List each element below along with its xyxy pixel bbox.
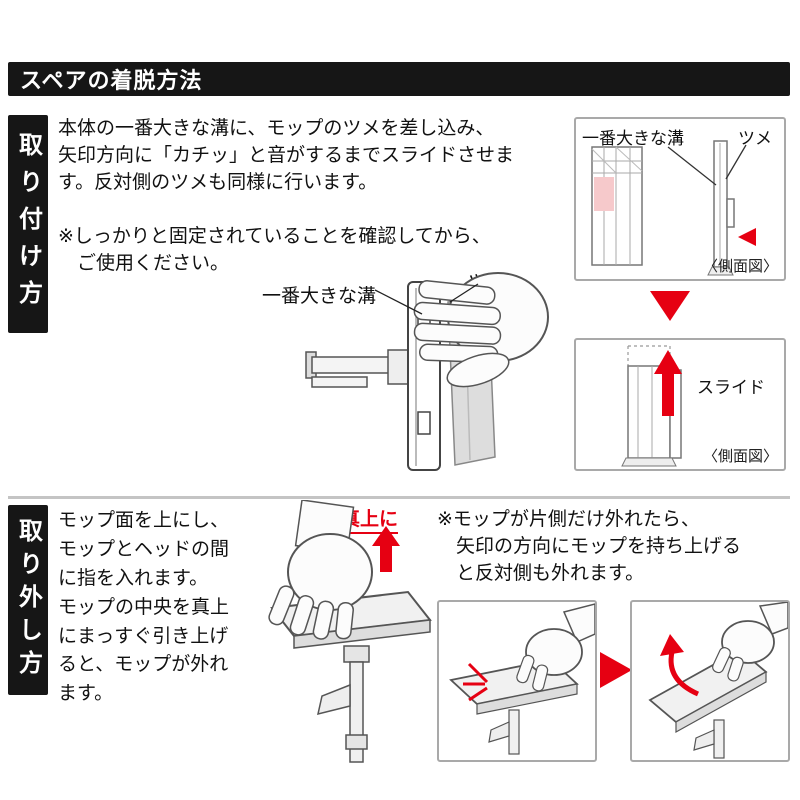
detach-step-box-2 — [630, 600, 790, 762]
groove-callout-label: 一番大きな溝 — [262, 286, 377, 307]
page-title: スペアの着脱方法 — [20, 68, 203, 93]
up-arrow-icon — [372, 526, 400, 572]
side-view-slide-box: スライド 〈側面図〉 — [574, 338, 786, 471]
hand — [413, 272, 549, 388]
sv-groove-pointer-line — [667, 146, 717, 186]
detach-step2-drawing — [648, 602, 788, 759]
attach-hand-illustration — [305, 272, 549, 471]
attach-caution-note: ※しっかりと固定されていることを確認してから、 ご使用ください。 — [58, 226, 491, 274]
groove-pointer-line — [374, 289, 423, 315]
attach-section-label-text: 取り付け方 — [14, 131, 42, 317]
mop-pole — [317, 645, 370, 763]
mop-pole — [305, 349, 411, 388]
side-view-insert-box: 一番大きな溝 ツメ 〈側面図〉 — [574, 117, 786, 281]
sideview1-caption: 〈側面図〉 — [702, 258, 778, 275]
detach-section-label-text: 取り外し方 — [14, 517, 42, 683]
mop-claw-side — [707, 140, 735, 276]
detach-tip-note: ※モップが片側だけ外れたら、 矢印の方向にモップを持ち上げる と反対側も外れます… — [437, 509, 742, 584]
lift-arrow-icon — [660, 634, 700, 697]
page-title-bar: スペアの着脱方法 — [8, 62, 790, 96]
insert-left-arrow-icon — [738, 228, 756, 246]
straight-up-label: 真上に — [341, 504, 399, 534]
detach-section-label: 取り外し方 — [8, 505, 48, 695]
sideview-groove-label: 一番大きな溝 — [582, 129, 684, 148]
body-groove-side — [591, 146, 643, 266]
side-view-slide-drawing — [621, 345, 682, 467]
hand — [516, 603, 595, 692]
groove-highlight — [594, 177, 614, 211]
detach-step1-drawing — [449, 603, 595, 755]
detach-step-box-1 — [437, 600, 597, 762]
sideview2-caption: 〈側面図〉 — [702, 448, 778, 465]
detach-hand-illustration — [268, 500, 432, 763]
side-view-insert-drawing — [591, 140, 756, 276]
attach-instructions-text: 本体の一番大きな溝に、モップのツメを差し込み、 矢印方向に「カチッ」と音がするま… — [58, 118, 515, 193]
slide-label: スライド — [697, 378, 765, 397]
claw-pointer-line — [449, 283, 479, 303]
hand — [268, 500, 373, 640]
hand — [712, 602, 788, 682]
detach-instructions-text: モップ面を上にし、 モップとヘッドの間 に指を入れます。 モップの中央を真上 に… — [58, 510, 230, 705]
slide-up-arrow-icon — [654, 350, 682, 416]
mop-pole — [693, 719, 725, 759]
section-divider — [8, 496, 790, 499]
mop-pole — [488, 709, 520, 755]
release-marks — [463, 662, 489, 702]
sideview-claw-label: ツメ — [738, 129, 772, 148]
attach-section-label: 取り付け方 — [8, 115, 48, 333]
down-arrow-icon — [650, 291, 690, 321]
right-arrow-icon — [600, 652, 632, 688]
sv-claw-pointer-line — [725, 144, 747, 180]
